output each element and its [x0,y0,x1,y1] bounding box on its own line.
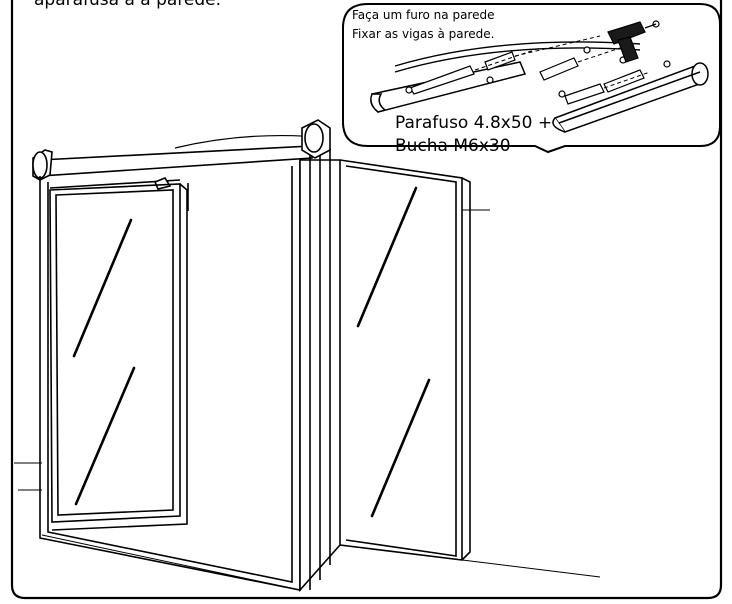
corner-post [299,119,341,593]
right-glass-panel [339,159,471,561]
screw-label-line-2: Bucha M6x30 [395,136,511,156]
drill-icon [607,21,657,63]
inset-step-line-1: Faça um furo na parede [352,8,495,22]
glass-reflections [72,186,431,518]
outer-frame [10,0,723,600]
screw-label-line-1: Parafuso 4.8x50 + [395,113,553,133]
inset-step-line-2: Fixar as vigas à parede. [352,27,495,41]
header-cut-text: aparafusa a a parede. [34,0,222,10]
left-end-cap [32,149,53,181]
inset-guides [474,35,651,89]
left-glass-panel [39,160,301,591]
top-crossbar [39,134,331,190]
inset-wall-beam [394,41,641,73]
inset-beam-right [552,62,709,133]
